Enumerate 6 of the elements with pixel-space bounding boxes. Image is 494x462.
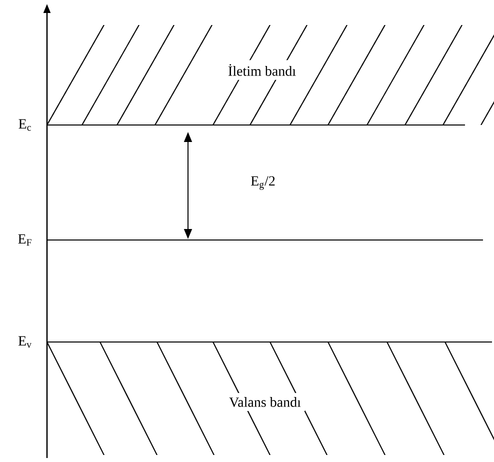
level-label: E$_{c}$ [18,119,31,131]
level-label: E$_{F}$ [18,234,32,246]
band-label: Valans bandı [225,393,305,411]
band-label: İletim bandı [224,60,300,80]
level-label: E$_{v}$ [18,336,32,348]
gap-label: E$_{g}$/2 [251,176,275,190]
